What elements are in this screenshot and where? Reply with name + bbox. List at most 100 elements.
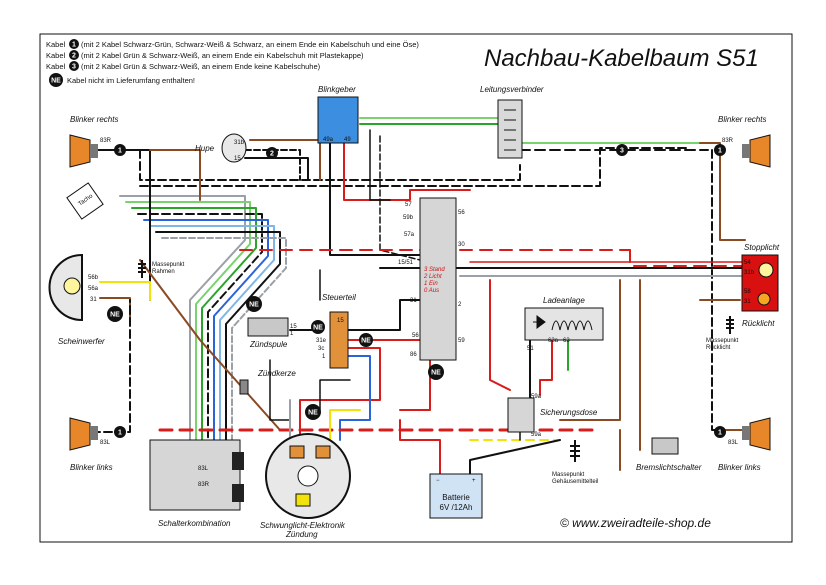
ne-badge-label: NE bbox=[313, 325, 323, 332]
zuendschloss: 57 59b 57a 15/51 56 30 31 2 56 86 59 3 S… bbox=[398, 197, 465, 361]
pin-label: 83R bbox=[198, 482, 210, 488]
pin-label: 59a bbox=[531, 394, 542, 400]
switch-position: 3 Stand bbox=[424, 267, 445, 273]
legend-num: 3 bbox=[72, 64, 76, 71]
label: Blinker rechts bbox=[70, 115, 118, 124]
pin-label: 83L bbox=[728, 440, 739, 446]
label: Blinker links bbox=[718, 463, 761, 472]
pin-label: 63a bbox=[548, 338, 559, 344]
bulb-icon bbox=[758, 262, 774, 278]
legend-text: (mit 2 Kabel Grün & Schwarz-Weiß, an ein… bbox=[81, 62, 321, 71]
switch-position: 1 Ein bbox=[424, 281, 438, 287]
ne-text: Kabel nicht im Lieferumfang enthalten! bbox=[67, 76, 195, 85]
pin-label: 49 bbox=[344, 137, 351, 143]
wire-harness bbox=[91, 117, 746, 475]
ne-badge: NE bbox=[246, 296, 262, 312]
cable-badge-icon bbox=[114, 144, 126, 156]
leitungsverbinder: Leitungsverbinder bbox=[480, 85, 544, 159]
label: Zündspule bbox=[249, 340, 288, 349]
tacho: Tacho bbox=[66, 182, 104, 220]
ne-badge: NE bbox=[311, 320, 325, 334]
ne-badge-label: NE bbox=[431, 370, 441, 377]
ne-badge-label: NE bbox=[249, 302, 259, 309]
switch-button-icon bbox=[232, 484, 244, 502]
cable-badge: 2 bbox=[266, 147, 278, 159]
label: Blinker links bbox=[70, 463, 113, 472]
blinker-lamp-icon bbox=[69, 417, 91, 451]
pin-label: 30 bbox=[458, 242, 465, 248]
legend-kabel-word: Kabel bbox=[46, 62, 66, 71]
legend-kabel-word: Kabel bbox=[46, 40, 66, 49]
cable-badge-icon bbox=[114, 426, 126, 438]
legend-row-1: Kabel 1 (mit 2 Kabel Schwarz-Grün, Schwa… bbox=[46, 39, 419, 49]
handlebar-switch-icon bbox=[149, 439, 241, 511]
pin-label: 31e bbox=[316, 338, 327, 344]
legend-row-3: Kabel 3 (mit 2 Kabel Grün & Schwarz-Weiß… bbox=[46, 61, 321, 71]
hupe: Hupe 31b 15 bbox=[195, 133, 247, 163]
legend: Kabel 1 (mit 2 Kabel Schwarz-Grün, Schwa… bbox=[46, 39, 419, 87]
label: Zündkerze bbox=[257, 369, 296, 378]
label: Stopplicht bbox=[744, 243, 780, 252]
pin-label: 31 bbox=[744, 299, 751, 305]
cable-badge-label: 3 bbox=[620, 148, 624, 155]
pin-label: 31b bbox=[234, 140, 245, 146]
ne-badge: NE bbox=[107, 306, 123, 322]
pin-label: 56a bbox=[88, 286, 99, 292]
pin-label: 56b bbox=[88, 275, 99, 281]
cable-badge-label: 2 bbox=[270, 151, 274, 158]
blinker-socket-icon bbox=[90, 426, 98, 440]
cable-badge-label: 1 bbox=[718, 430, 722, 437]
fuse-box-icon bbox=[507, 397, 535, 433]
bulb-icon bbox=[63, 277, 81, 295]
ne-badge-icon bbox=[246, 296, 262, 312]
label: Bremslichtschalter bbox=[636, 463, 702, 472]
cable-badge-icon bbox=[69, 61, 79, 71]
pin-label: 58 bbox=[744, 289, 751, 295]
pin-label: 31 bbox=[410, 298, 417, 304]
coil-icon bbox=[315, 445, 331, 459]
pin-label: 1 bbox=[322, 354, 326, 360]
ne-badge-icon bbox=[428, 364, 444, 380]
label: Schalterkombination bbox=[158, 519, 231, 528]
pin-label: 15 bbox=[234, 156, 241, 162]
legend-text: (mit 2 Kabel Grün & Schwarz-Weiß, an ein… bbox=[81, 51, 364, 60]
blinker-socket-icon bbox=[90, 144, 98, 158]
coil-icon bbox=[551, 320, 593, 331]
diode-icon bbox=[533, 315, 546, 329]
ne-badge: NE bbox=[428, 364, 444, 380]
schalterkombination: 83L 83R Schalterkombination bbox=[149, 439, 244, 528]
ne-badge: NE bbox=[305, 404, 321, 420]
spark-plug-icon bbox=[239, 379, 249, 395]
pin-label: 49a bbox=[323, 137, 334, 143]
switch-button-icon bbox=[232, 452, 244, 470]
pin-label: 2 bbox=[458, 302, 462, 308]
ladeanlage: Ladeanlage 51 63a 63 bbox=[524, 296, 604, 352]
ne-badge-icon bbox=[107, 306, 123, 322]
copyright: © www.zweiradteile-shop.de bbox=[560, 516, 711, 530]
legend-num: 1 bbox=[72, 42, 76, 49]
bremslichtschalter: Bremslichtschalter bbox=[636, 437, 702, 472]
pin-label: 83R bbox=[722, 138, 734, 144]
pin-label: 83L bbox=[100, 440, 111, 446]
pin-label: 56 bbox=[412, 333, 419, 339]
cable-badge-label: 1 bbox=[118, 148, 122, 155]
pin-label: 59 bbox=[458, 338, 465, 344]
label: Leitungsverbinder bbox=[480, 85, 544, 94]
label: Blinkgeber bbox=[318, 85, 356, 94]
ground-icon bbox=[726, 316, 734, 334]
legend-row-2: Kabel 2 (mit 2 Kabel Grün & Schwarz-Weiß… bbox=[46, 50, 364, 60]
ignition-switch-icon bbox=[419, 197, 457, 361]
battery-plus: + bbox=[472, 478, 476, 484]
control-unit-icon bbox=[329, 311, 349, 369]
blinker-socket-icon bbox=[742, 144, 750, 158]
pin-label: 86 bbox=[410, 352, 417, 358]
cable-badge-icon bbox=[714, 144, 726, 156]
pin-label: 57 bbox=[405, 202, 412, 208]
